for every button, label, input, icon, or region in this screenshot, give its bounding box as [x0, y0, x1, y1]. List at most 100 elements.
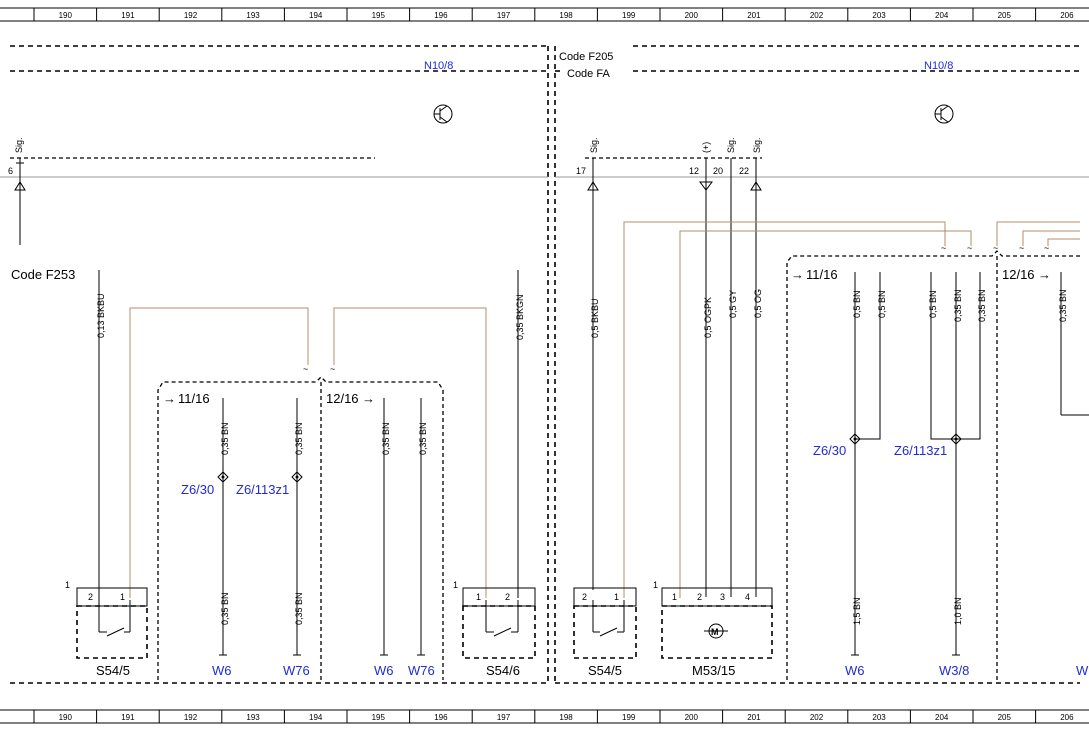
ruler-number: 204: [935, 713, 949, 722]
switch-s54-5-left[interactable]: 1 2 1 S54/5: [65, 580, 148, 678]
branch-ref-11-16-right[interactable]: → 11/16: [791, 267, 838, 282]
svg-text:Sig.: Sig.: [589, 137, 599, 153]
ruler-number: 206: [1060, 713, 1074, 722]
ruler-number: 199: [622, 11, 636, 20]
switch-s54-6[interactable]: 1 1 2 S54/6: [453, 580, 536, 678]
svg-text:4: 4: [745, 592, 750, 602]
wire-label-ogpk: 0,5 OGPK: [703, 297, 713, 338]
ruler-number: 195: [372, 11, 386, 20]
svg-text:1: 1: [453, 580, 458, 590]
svg-text:12: 12: [689, 166, 699, 176]
motor-icon: M: [704, 623, 728, 639]
svg-text:0,35 BN: 0,35 BN: [220, 422, 230, 455]
svg-text:0,35 BN: 0,35 BN: [977, 289, 987, 322]
ruler-number: 203: [872, 713, 886, 722]
wire-label-og: 0,5 OG: [753, 289, 763, 318]
svg-text:1: 1: [476, 592, 481, 602]
svg-text:17: 17: [576, 166, 586, 176]
ground-w3-8[interactable]: W3/8: [939, 663, 969, 678]
ruler-number: 198: [559, 713, 573, 722]
svg-text:0,35 BN: 0,35 BN: [418, 422, 428, 455]
ground-w6-1[interactable]: W6: [212, 663, 232, 678]
ground-w6-2[interactable]: W6: [374, 663, 394, 678]
svg-text:0,35 BN: 0,35 BN: [220, 592, 230, 625]
svg-text:Sig.: Sig.: [14, 137, 24, 153]
branch-ref-12-16-left[interactable]: 12/16 →: [326, 391, 375, 406]
svg-text:~: ~: [1044, 243, 1049, 253]
ruler-number: 191: [121, 713, 135, 722]
svg-text:0,35 BN: 0,35 BN: [953, 289, 963, 322]
ruler-number: 196: [434, 713, 448, 722]
svg-text:1: 1: [672, 592, 677, 602]
ruler-number: 194: [309, 713, 323, 722]
wire-label-bkgn: 0,35 BKGN: [515, 294, 525, 340]
code-f253-label: Code F253: [11, 267, 75, 282]
ruler-number: 190: [59, 11, 73, 20]
ruler-number: 192: [184, 11, 198, 20]
ruler-number: 204: [935, 11, 949, 20]
svg-text:M: M: [711, 627, 719, 637]
svg-text:11/16: 11/16: [806, 267, 838, 282]
svg-text:1: 1: [120, 592, 125, 602]
svg-text:12/16: 12/16: [326, 391, 359, 406]
branch-ref-11-16-left[interactable]: → 11/16: [163, 391, 210, 406]
svg-text:S54/5: S54/5: [588, 663, 622, 678]
ruler-number: 193: [246, 11, 260, 20]
svg-text:0,35 BN: 0,35 BN: [1058, 289, 1068, 322]
svg-text:(+): (+): [701, 142, 711, 153]
ground-w-cut[interactable]: W: [1076, 663, 1089, 678]
splice-z6-30-right[interactable]: Z6/30: [813, 443, 846, 458]
svg-text:2: 2: [88, 592, 93, 602]
svg-text:0,5 BN: 0,5 BN: [877, 290, 887, 318]
module-pin-20: 20 Sig.: [713, 137, 736, 597]
ruler-number: 205: [998, 713, 1012, 722]
code-fa-label: Code FA: [567, 68, 610, 80]
ruler-number: 190: [59, 713, 73, 722]
svg-text:1: 1: [65, 580, 70, 590]
splice-z6-113z1-right[interactable]: Z6/113z1: [894, 443, 947, 458]
svg-text:2: 2: [505, 592, 510, 602]
ground-w76-2[interactable]: W76: [408, 663, 435, 678]
svg-text:1,5 BN: 1,5 BN: [852, 597, 862, 625]
ruler-number: 193: [246, 713, 260, 722]
branch-ref-12-16-right[interactable]: 12/16 →: [1002, 267, 1051, 282]
ruler-number: 199: [622, 713, 636, 722]
transistor-icon: [433, 104, 453, 124]
ruler-number: 197: [497, 11, 511, 20]
transistor-icon: [934, 104, 954, 124]
svg-text:Sig.: Sig.: [752, 137, 762, 153]
motor-m53-15[interactable]: 1 1 2 3 4 M M53/15: [653, 580, 773, 678]
svg-text:→: →: [362, 391, 375, 406]
svg-text:3: 3: [720, 592, 725, 602]
splice-icon: [217, 471, 229, 483]
svg-text:6: 6: [8, 166, 13, 176]
module-right-label[interactable]: N10/8: [924, 60, 953, 72]
svg-text:1,0 BN: 1,0 BN: [953, 597, 963, 625]
switch-s54-5-right[interactable]: 2 1 S54/5: [573, 587, 637, 678]
ground-w76-1[interactable]: W76: [283, 663, 310, 678]
svg-text:~: ~: [330, 364, 335, 374]
svg-text:0,35 BN: 0,35 BN: [294, 422, 304, 455]
ruler-number: 202: [810, 11, 824, 20]
splice-z6-30-left[interactable]: Z6/30: [181, 482, 214, 497]
module-pin-12: 12 (+): [689, 142, 713, 597]
svg-text:2: 2: [697, 592, 702, 602]
ruler-number: 198: [559, 11, 573, 20]
splice-icon: [291, 471, 303, 483]
module-pin-6: 6 Sig.: [8, 137, 26, 245]
ruler-number: 197: [497, 713, 511, 722]
svg-text:1: 1: [614, 592, 619, 602]
svg-text:11/16: 11/16: [178, 391, 210, 406]
module-left-label[interactable]: N10/8: [424, 60, 453, 72]
ground-w6-3[interactable]: W6: [845, 663, 865, 678]
svg-text:→: →: [791, 267, 804, 282]
splice-z6-113z1-left[interactable]: Z6/113z1: [236, 482, 289, 497]
svg-text:~: ~: [993, 243, 998, 253]
code-f205-label: Code F205: [559, 51, 613, 63]
svg-text:0,35 BN: 0,35 BN: [381, 422, 391, 455]
ruler-number: 191: [121, 11, 135, 20]
svg-text:1: 1: [653, 580, 658, 590]
